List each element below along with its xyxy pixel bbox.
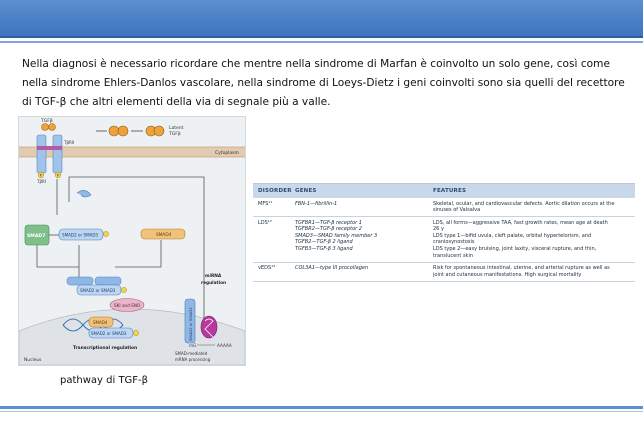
table-header-disorder: DISORDER xyxy=(253,188,291,194)
svg-text:mRNA processing: mRNA processing xyxy=(175,357,211,362)
header-divider xyxy=(0,41,643,43)
table-row: vEDS¹³ COL3A1—type III procollagen Risk … xyxy=(253,263,635,282)
svg-text:P: P xyxy=(40,174,42,178)
svg-text:TGFβ: TGFβ xyxy=(168,131,181,137)
svg-text:SMAD4: SMAD4 xyxy=(93,320,108,325)
svg-text:Transcriptional regulation: Transcriptional regulation xyxy=(73,345,137,351)
svg-text:SMAD2 or SMAD3: SMAD2 or SMAD3 xyxy=(188,307,193,341)
svg-text:TGFβ: TGFβ xyxy=(40,118,53,124)
svg-text:P: P xyxy=(57,174,59,178)
features-cell: Skeletal, ocular, and cardiovascular def… xyxy=(429,201,635,214)
figure-caption: pathway di TGF-β xyxy=(60,375,148,386)
header-bar xyxy=(0,0,643,38)
features-cell: LDS, all forms—aggressive TAA, fast grow… xyxy=(429,220,635,260)
svg-text:SMAD-mediated: SMAD-mediated xyxy=(175,351,208,356)
table-header-row: DISORDER GENES FEATURES xyxy=(253,184,635,198)
svg-text:Cytoplasm: Cytoplasm xyxy=(215,150,239,156)
table-header-features: FEATURES xyxy=(429,188,635,194)
genes-cell: TGFBR1—TGF-β receptor 1 TGFBR2—TGF-β rec… xyxy=(291,220,429,260)
disorders-table: DISORDER GENES FEATURES MFS¹¹ FBN-1—fibr… xyxy=(253,183,635,284)
genes-cell: FBN-1—fibrillin-1 xyxy=(291,201,429,214)
disorder-cell: vEDS¹³ xyxy=(253,265,291,278)
tgf-beta-pathway-diagram: TGFβ Latent TGFβ Cytoplasm TβRII TβRI P … xyxy=(18,116,246,366)
svg-text:SMAD2 or SMAD3: SMAD2 or SMAD3 xyxy=(62,233,99,238)
table-header-genes: GENES xyxy=(291,188,429,194)
svg-text:SMAD7: SMAD7 xyxy=(27,233,45,239)
table-row: MFS¹¹ FBN-1—fibrillin-1 Skeletal, ocular… xyxy=(253,198,635,217)
intro-paragraph: Nella diagnosi è necessario ricordare ch… xyxy=(22,55,626,112)
svg-text:miRNA: miRNA xyxy=(205,273,222,279)
svg-text:mG: mG xyxy=(189,343,196,348)
svg-text:SMAD4: SMAD4 xyxy=(156,232,172,238)
footer-divider xyxy=(0,406,643,409)
svg-text:SMAD2 or SMAD3: SMAD2 or SMAD3 xyxy=(91,331,127,336)
svg-text:SKI and SNO: SKI and SNO xyxy=(114,303,141,308)
svg-text:AAAAA: AAAAA xyxy=(217,343,232,348)
svg-text:regulation: regulation xyxy=(201,280,226,286)
svg-text:Latent: Latent xyxy=(169,125,184,131)
footer-divider-thin xyxy=(0,411,643,412)
svg-text:TβRII: TβRII xyxy=(63,140,74,145)
svg-text:TβRI: TβRI xyxy=(36,179,46,184)
genes-cell: COL3A1—type III procollagen xyxy=(291,265,429,278)
svg-text:Nucleus: Nucleus xyxy=(24,357,42,363)
disorder-cell: LDS¹² xyxy=(253,220,291,260)
disorder-cell: MFS¹¹ xyxy=(253,201,291,214)
table-row: LDS¹² TGFBR1—TGF-β receptor 1 TGFBR2—TGF… xyxy=(253,217,635,263)
svg-text:SMAD2 or SMAD3: SMAD2 or SMAD3 xyxy=(80,288,116,293)
features-cell: Risk for spontaneous intestinal, uterine… xyxy=(429,265,635,278)
